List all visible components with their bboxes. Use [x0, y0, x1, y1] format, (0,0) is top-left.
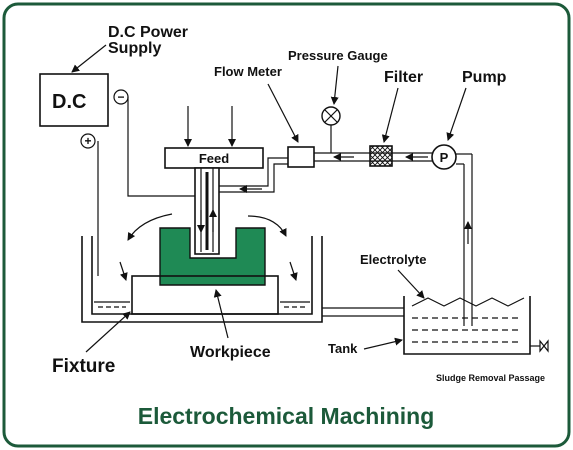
sludge-valve-icon [539, 339, 549, 353]
workpiece-label: Workpiece [190, 344, 271, 361]
flow-meter-icon [287, 146, 315, 168]
flow-curve-left [127, 213, 173, 241]
gauge-cross-2 [324, 109, 338, 123]
diagram-title: Electrochemical Machining [138, 403, 435, 429]
workpiece [159, 227, 266, 286]
filter-icon [369, 145, 393, 167]
electrolyte-surface [411, 297, 525, 307]
dc-power-box [39, 73, 109, 127]
flow-curve-right [247, 215, 287, 237]
fixture-block [131, 275, 279, 315]
negative-sign: − [117, 90, 124, 104]
fixture-pointer [85, 311, 131, 353]
positive-sign: + [84, 134, 91, 148]
power-supply-label-line1: D.C Power [108, 24, 188, 41]
power-supply-label-line2: Supply [108, 40, 161, 57]
power-supply-pointer [71, 44, 107, 73]
flow-arrow-down-right [289, 261, 298, 281]
filter-label: Filter [384, 69, 423, 86]
pump-symbol: P [440, 150, 449, 165]
flow-meter-label: Flow Meter [214, 64, 282, 79]
positive-terminal [80, 133, 96, 149]
flow-arrow-down-left [119, 261, 128, 281]
workpiece-pointer [213, 289, 229, 339]
pump-icon [431, 144, 457, 170]
pump-pointer [446, 87, 467, 141]
filter-pointer [381, 87, 399, 143]
tank-label: Tank [328, 341, 358, 356]
pressure-gauge-pointer [330, 65, 339, 105]
dc-box-label: D.C [52, 91, 86, 113]
fixture-label: Fixture [52, 356, 115, 377]
pump-label: Pump [462, 69, 507, 86]
pressure-gauge-label: Pressure Gauge [288, 48, 388, 63]
machining-tank-outer [81, 236, 323, 323]
flow-meter-pointer [267, 83, 299, 143]
tank-pointer [363, 337, 403, 350]
sludge-label: Sludge Removal Passage [436, 373, 545, 383]
storage-tank [403, 296, 531, 355]
feed-label: Feed [199, 151, 229, 166]
electrolyte-pointer [397, 269, 425, 299]
electrolyte-label: Electrolyte [360, 252, 426, 267]
